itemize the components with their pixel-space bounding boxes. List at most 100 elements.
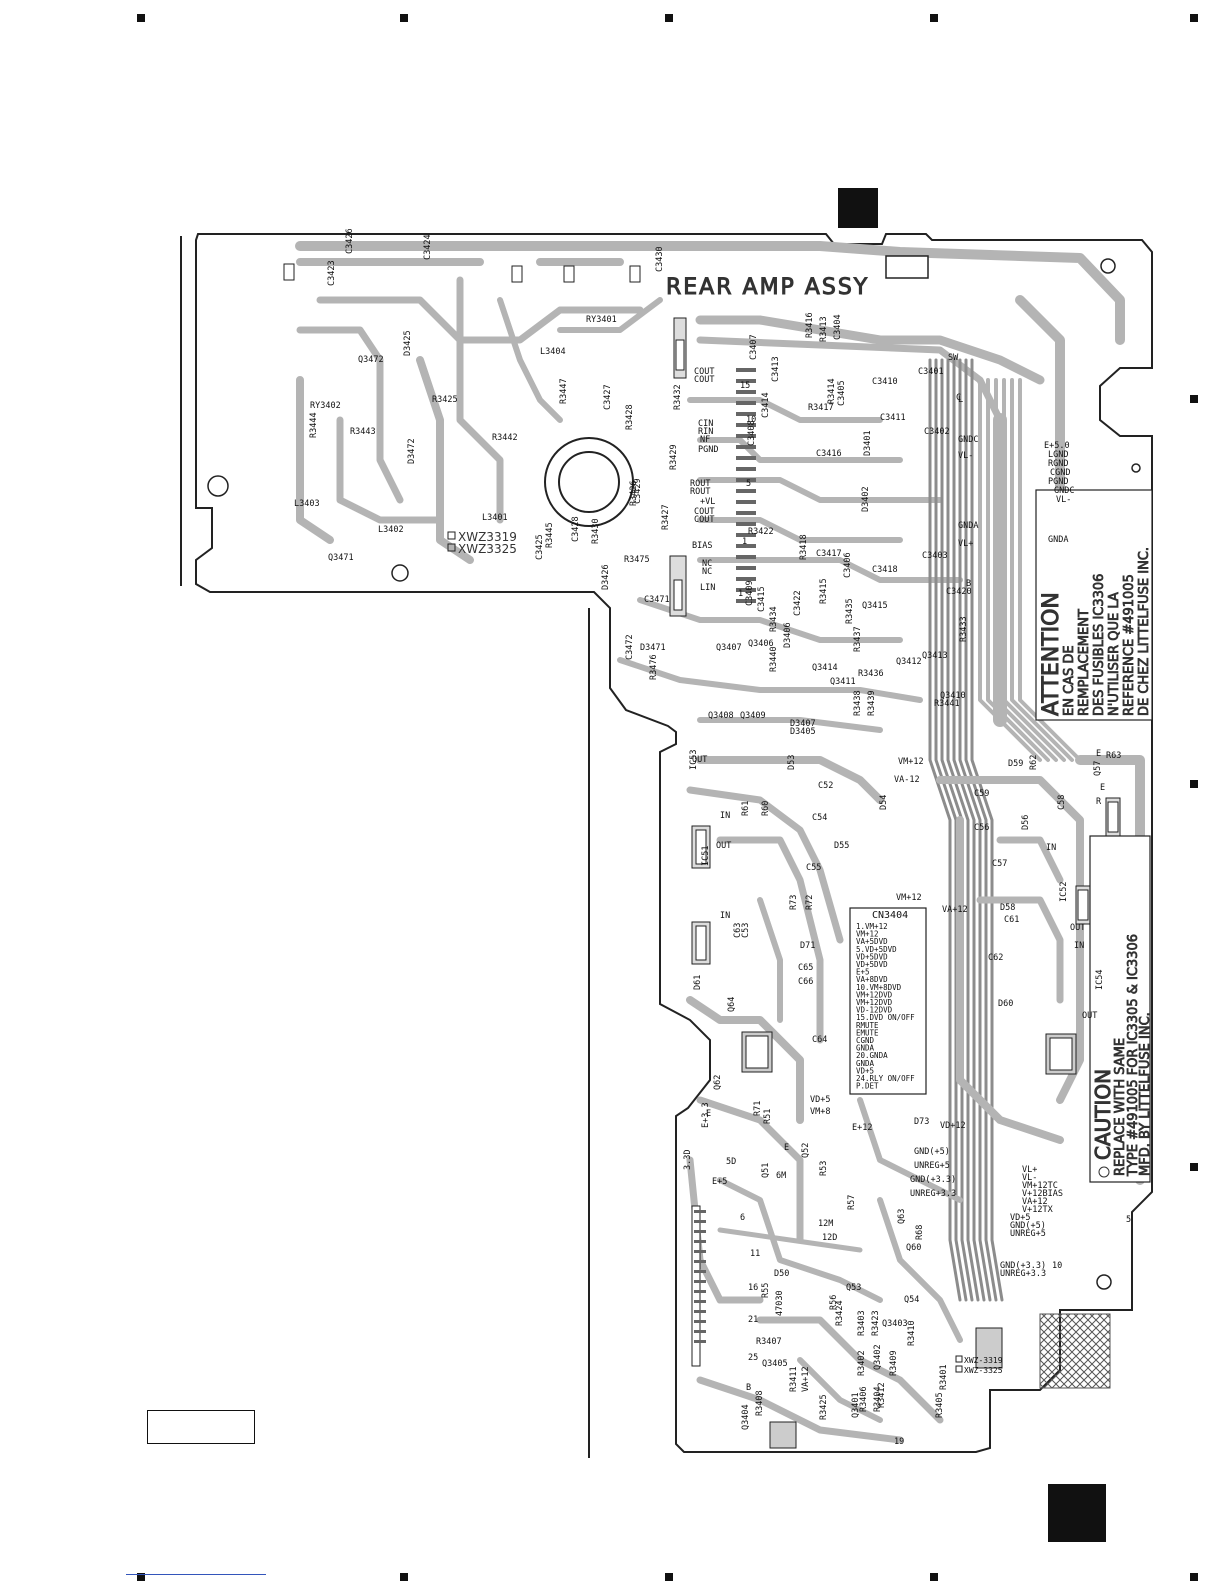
- component-label: R3424: [835, 1300, 845, 1326]
- ic-pin-pad: [736, 478, 756, 482]
- component-label: Q64: [727, 997, 737, 1012]
- component-label: D3402: [861, 486, 871, 512]
- component-label: IC51: [701, 846, 711, 866]
- component-label: R3476: [649, 654, 659, 680]
- component-label: D73: [914, 1117, 929, 1127]
- component-label: RY3401: [586, 315, 617, 325]
- svg-text:XWZ3325: XWZ3325: [458, 542, 517, 556]
- xwz-marker-bottom: XWZ-3319 XWZ-3325: [955, 1355, 1003, 1375]
- component-label: C3426: [345, 228, 355, 254]
- component-label: R3426: [629, 480, 639, 506]
- component-label: 47030: [775, 1290, 785, 1316]
- connector-tab: [885, 255, 929, 279]
- cn3404-pin-label: CGND: [856, 1036, 875, 1045]
- component-label: C61: [1004, 915, 1019, 925]
- component-label: R3442: [492, 433, 518, 443]
- component-label: R3430: [591, 518, 601, 544]
- component-label: IC53: [689, 750, 699, 770]
- cn3404-pin-label: VD+5DVD: [856, 960, 888, 969]
- component-label: VD+5: [810, 1095, 830, 1105]
- trace: [717, 1177, 883, 1303]
- component-label: R57: [847, 1195, 857, 1210]
- component-label: R3475: [624, 555, 650, 565]
- component-label: R3402: [857, 1350, 867, 1376]
- component-label: D3426: [601, 564, 611, 590]
- connector-pin-pad: [694, 1210, 706, 1213]
- board-title: REAR AMP ASSY: [666, 275, 869, 300]
- component-label: IC52: [1059, 882, 1069, 902]
- trace: [336, 416, 444, 524]
- trace: [1010, 378, 1074, 762]
- component-label: R3410: [907, 1320, 917, 1346]
- component-label: Q3411: [830, 677, 856, 687]
- component-label: L3403: [294, 499, 320, 509]
- component-label: R71: [753, 1101, 763, 1116]
- attention-line-6: DE CHEZ LITTELFUSE INC.: [1137, 547, 1152, 716]
- component-label: C3405: [837, 380, 847, 406]
- component-label: R61: [741, 801, 751, 816]
- component-label: R3409: [889, 1350, 899, 1376]
- component-label: R3437: [853, 626, 863, 652]
- cn3404-pin-label: 15.DVD ON/OFF: [856, 1013, 915, 1022]
- component-label: UNREG+5: [1010, 1229, 1046, 1239]
- component-label: C57: [992, 859, 1007, 869]
- trace: [686, 786, 844, 944]
- trace: [956, 816, 1064, 1144]
- component-label: D54: [879, 795, 889, 810]
- component-label: C3402: [924, 427, 950, 437]
- ic-pin-pad: [736, 467, 756, 471]
- component-label: PGND: [698, 445, 718, 455]
- cn3404-title: CN3404: [872, 910, 908, 921]
- component-label: C53: [741, 923, 751, 938]
- cn3404-pin-label: E+5: [856, 968, 870, 977]
- component-label: IN: [720, 911, 730, 921]
- component-label: E+3.3: [701, 1102, 711, 1128]
- component-label: R: [1096, 797, 1102, 807]
- trace: [695, 315, 1045, 385]
- component-label: R3443: [350, 427, 376, 437]
- connector-pin-pad: [694, 1230, 706, 1233]
- component-label: Q3405: [762, 1359, 788, 1369]
- trace: [696, 1096, 804, 1244]
- cn3404-pin-label: GNDA: [856, 1044, 875, 1053]
- connector-pin-pad: [694, 1330, 706, 1333]
- component-label: UNREG+3.3: [910, 1189, 956, 1199]
- registration-mark: [665, 14, 673, 22]
- component-label: C64: [812, 1035, 827, 1045]
- component-label: E+12: [852, 1123, 872, 1133]
- component-label: GNDC: [1054, 486, 1074, 496]
- component-label: R3441: [934, 699, 960, 709]
- trace: [716, 836, 824, 1044]
- component-label: E+5.0: [1044, 441, 1070, 451]
- component-label: NF: [700, 435, 710, 445]
- component-label: R63: [1106, 751, 1121, 761]
- page-number-box: [147, 1410, 255, 1444]
- component-label: 12D: [822, 1233, 837, 1243]
- registration-mark: [930, 1573, 938, 1581]
- component-label: C3418: [872, 565, 898, 575]
- attention-line-5: REFERENCE #491005: [1122, 574, 1137, 716]
- component-label: B: [966, 579, 971, 589]
- ic-pin-pad: [736, 577, 756, 581]
- component-label: C3413: [771, 356, 781, 382]
- component-label: D3471: [640, 643, 666, 653]
- trace: [952, 358, 986, 1302]
- component-label: D58: [1000, 903, 1015, 913]
- component-label: C3472: [625, 634, 635, 660]
- component-label: V+12BIAS: [1022, 1189, 1063, 1199]
- component-label: D61: [693, 975, 703, 990]
- trace: [316, 296, 644, 344]
- component-label: 5D: [726, 1157, 736, 1167]
- registration-mark: [400, 1573, 408, 1581]
- component-label: Q62: [713, 1075, 723, 1090]
- registration-mark: [137, 1573, 145, 1581]
- component-label: IN: [1074, 941, 1084, 951]
- component-label: Q52: [801, 1143, 811, 1158]
- cn3404-pin-label: VA+8DVD: [856, 975, 888, 984]
- registration-mark: [400, 14, 408, 22]
- component-label: C3415: [757, 586, 767, 612]
- component-label: RGND: [1048, 459, 1068, 469]
- component-label: VL+: [1022, 1165, 1037, 1175]
- component-label: C: [956, 393, 961, 403]
- component-label: D53: [787, 755, 797, 770]
